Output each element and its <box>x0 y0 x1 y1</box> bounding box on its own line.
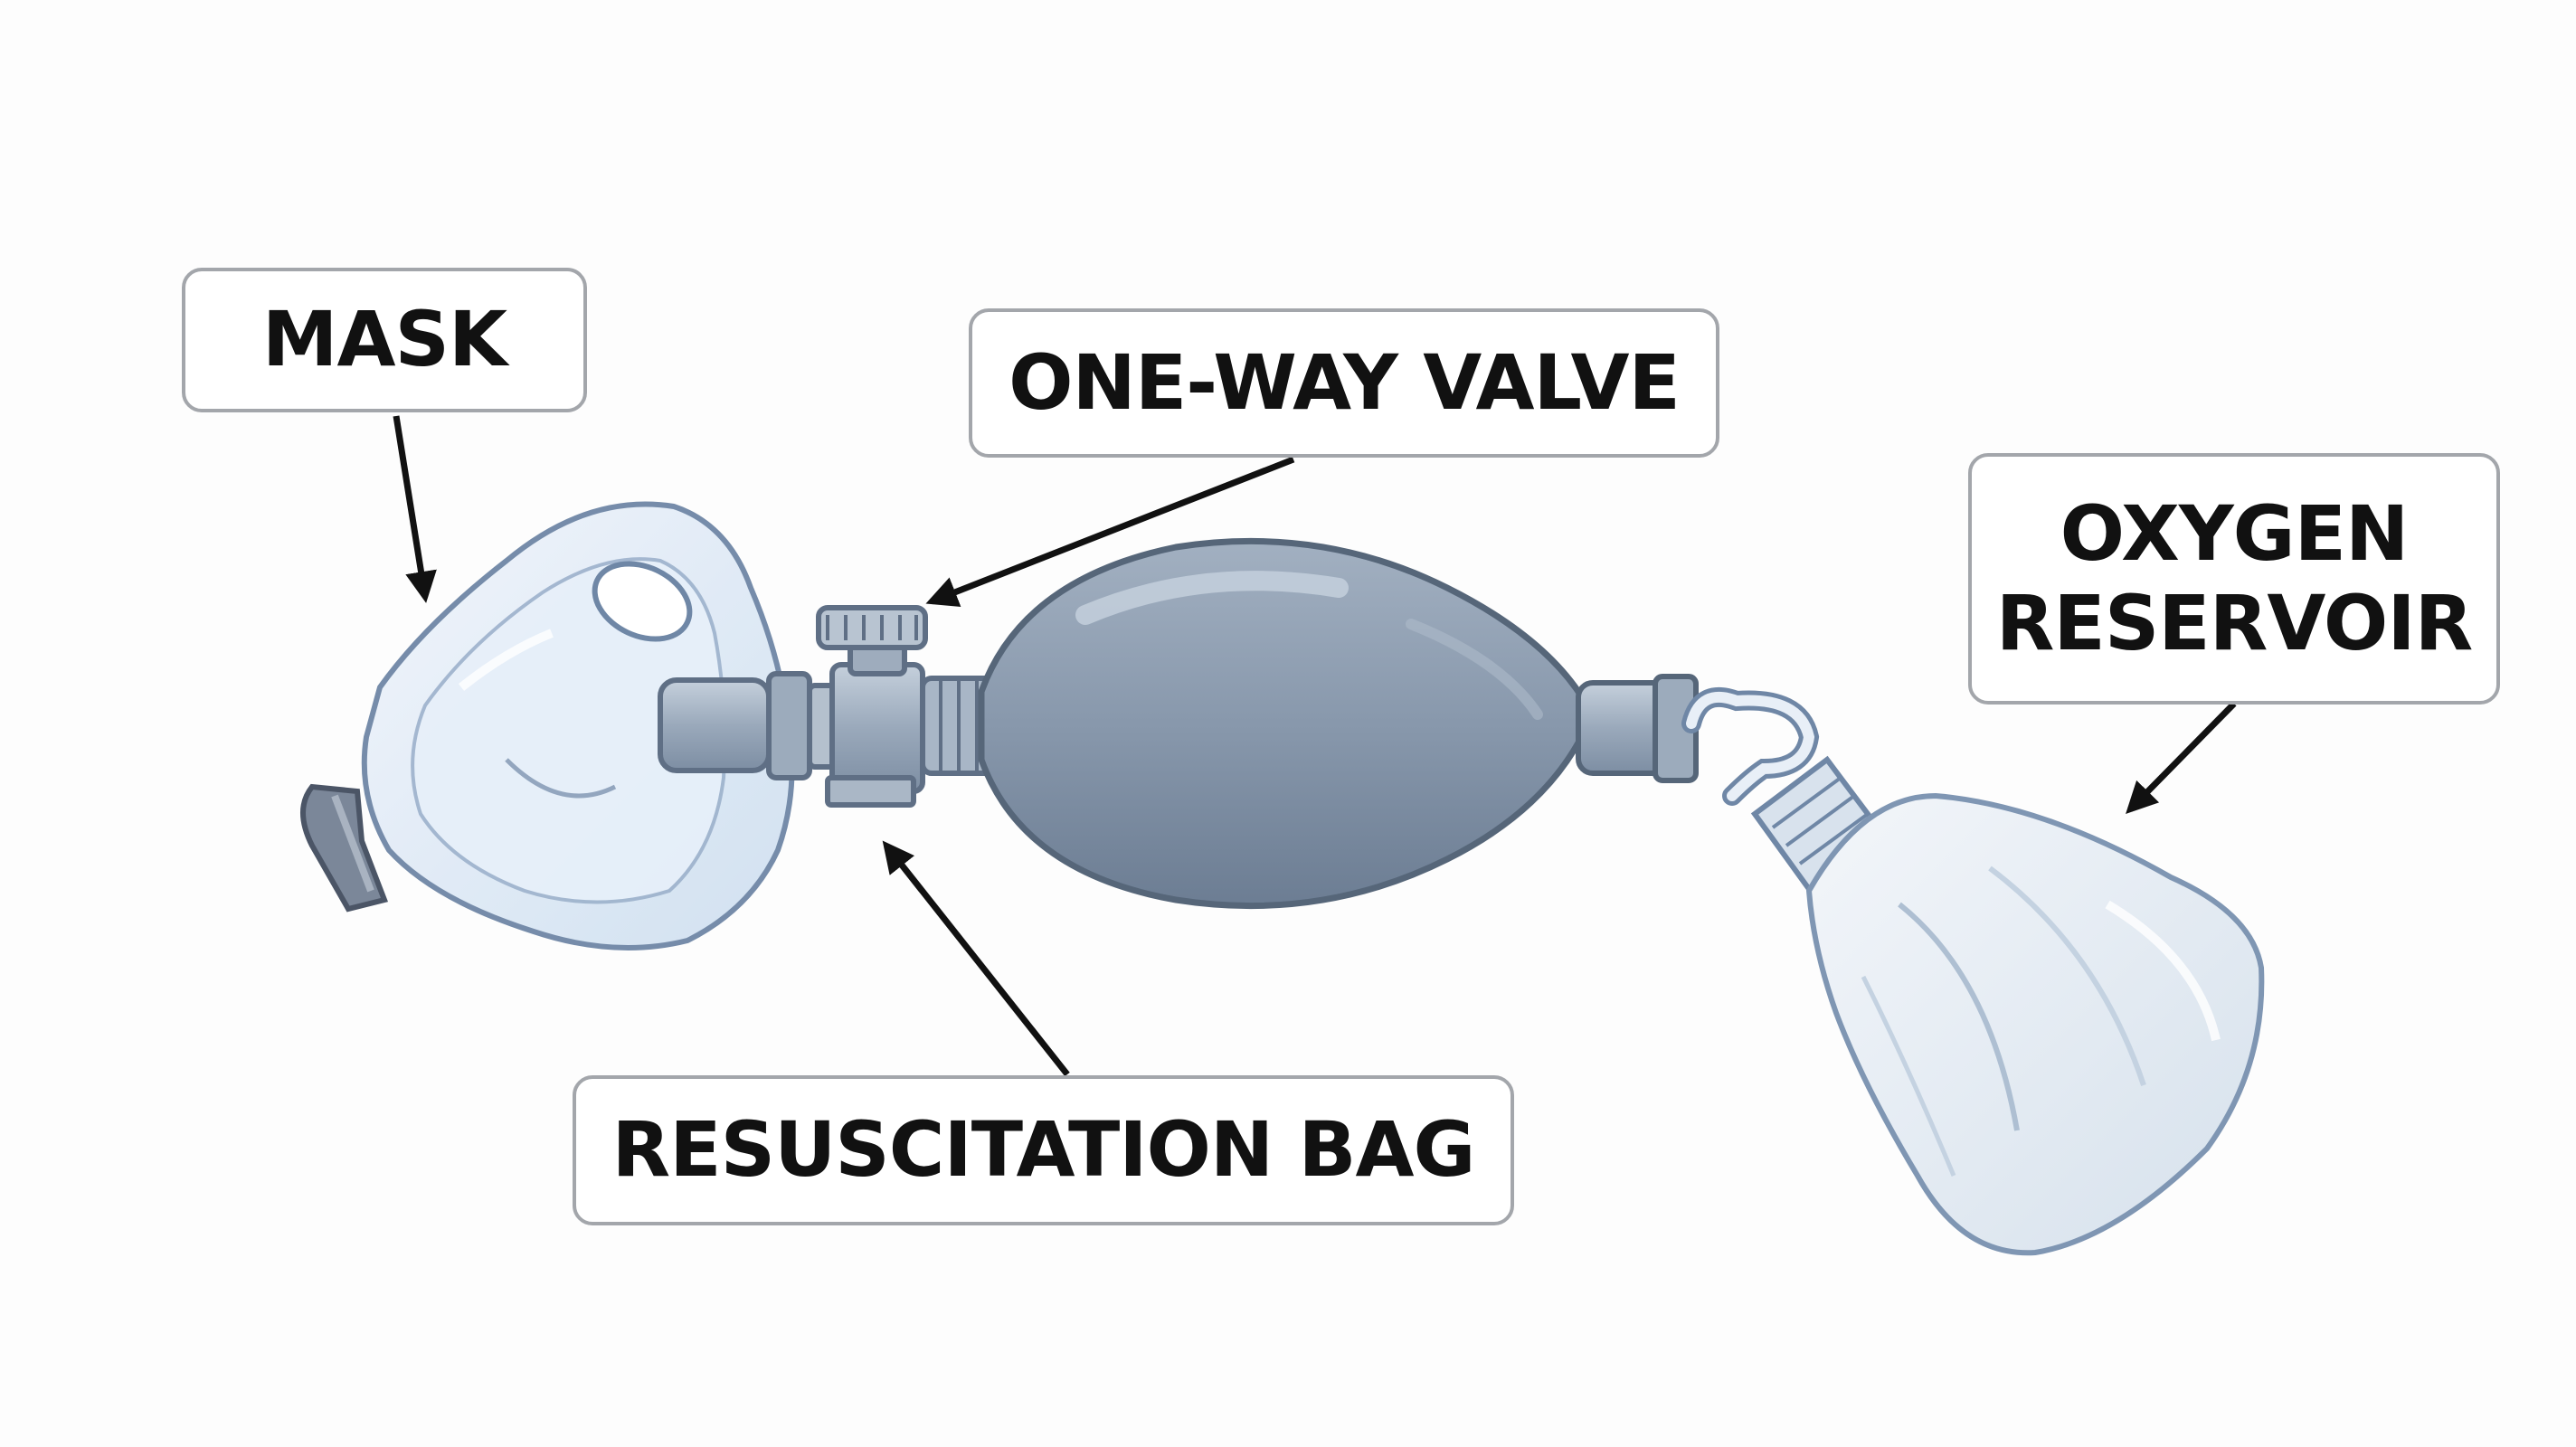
bag-arrow <box>882 840 1070 1077</box>
mask-arrow <box>393 415 437 603</box>
mask-label: MASK <box>182 268 587 412</box>
valve-illustration <box>816 605 998 808</box>
mask-label-text: MASK <box>261 295 507 384</box>
oxygen-reservoir-label-line-2: RESERVOIR <box>1995 579 2473 667</box>
pointer-arrows <box>393 415 2237 1077</box>
reservoir-illustration <box>1681 687 2265 1256</box>
valve-arrow <box>925 456 1295 608</box>
oxygen-reservoir-label-line-1: OXYGEN <box>2060 488 2410 578</box>
bag-illustration <box>978 537 1699 910</box>
reservoir-arrow <box>2126 701 2237 814</box>
resuscitation-bag-label: RESUSCITATION BAG <box>573 1075 1514 1225</box>
one-way-valve-label-text: ONE-WAY VALVE <box>1009 337 1681 427</box>
oxygen-reservoir-label: OXYGEN RESERVOIR <box>1968 453 2500 705</box>
resuscitation-bag-label-text: RESUSCITATION BAG <box>611 1105 1476 1195</box>
one-way-valve-label: ONE-WAY VALVE <box>969 308 1719 458</box>
connector-illustration <box>658 671 848 780</box>
